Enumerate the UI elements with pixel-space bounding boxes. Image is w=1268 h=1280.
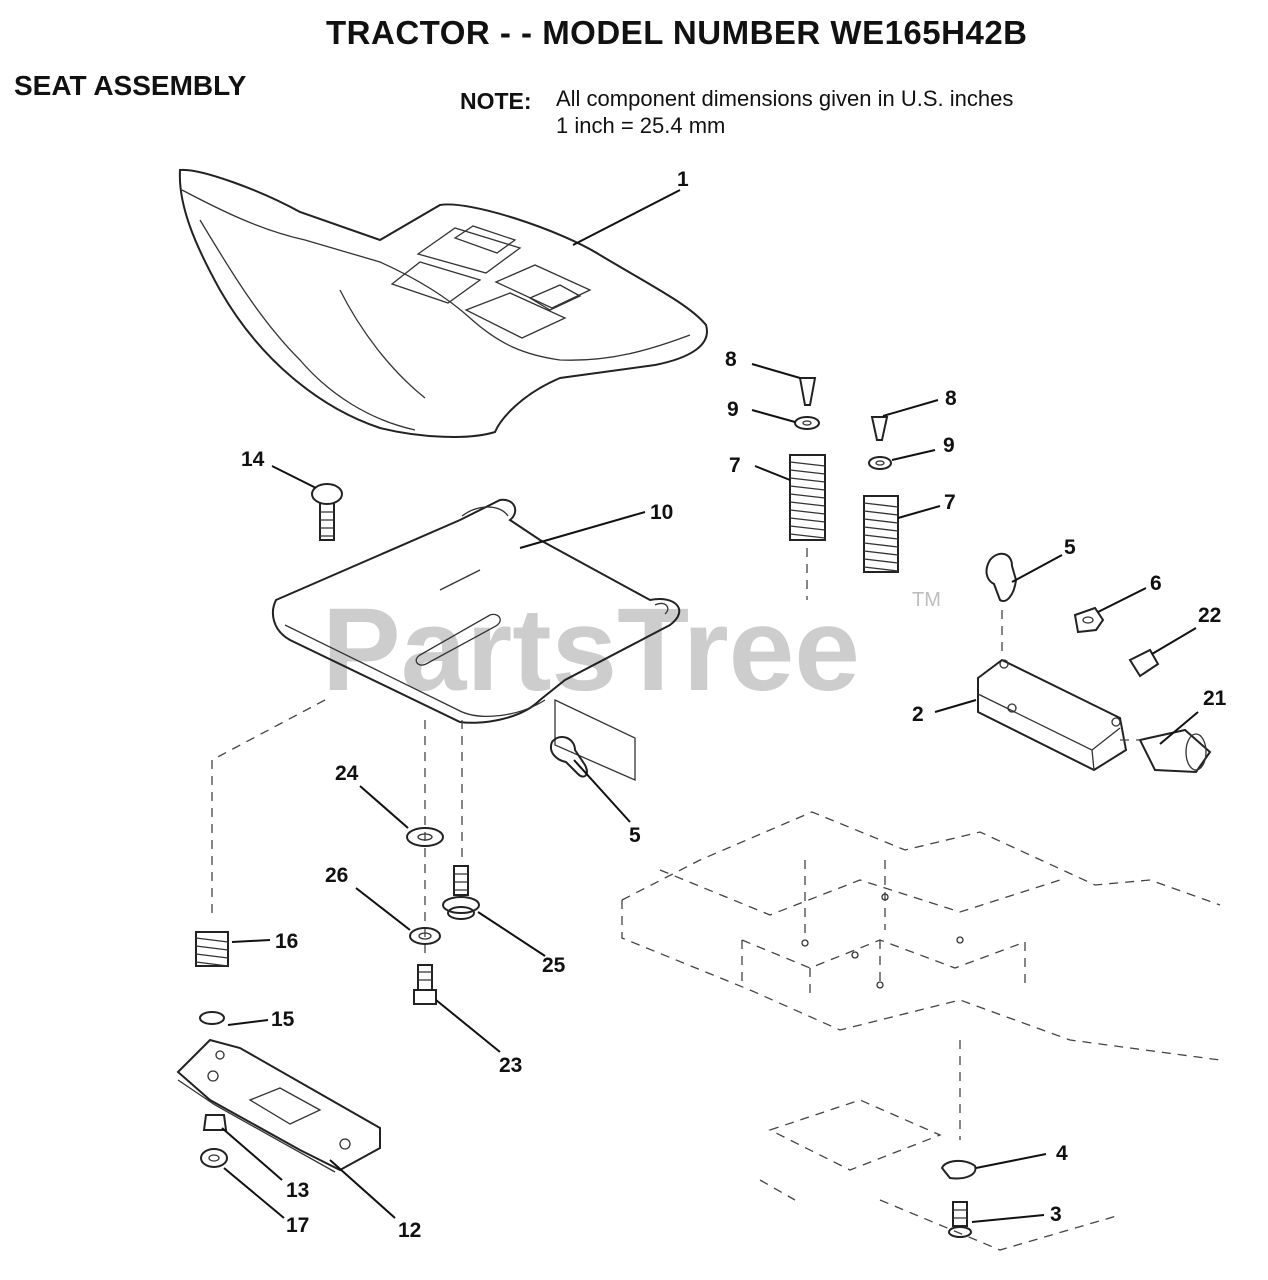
callout-5-upper: 5 — [1064, 536, 1076, 559]
leader-c10 — [519, 511, 646, 549]
callout-7-right: 7 — [944, 491, 956, 514]
seat-pan-part — [272, 498, 681, 724]
leader-c5b — [573, 759, 631, 823]
note-label: NOTE: — [460, 88, 532, 114]
nut-13-part — [202, 1114, 228, 1131]
leader-c25 — [477, 911, 546, 957]
washer-15-part — [199, 1011, 225, 1025]
leader-c23 — [435, 999, 501, 1053]
callout-13: 13 — [286, 1179, 309, 1202]
leader-c26 — [355, 887, 411, 931]
leader-c14 — [271, 465, 317, 489]
leader-c7b — [897, 505, 941, 519]
callout-5-lower: 5 — [629, 824, 641, 847]
callout-26: 26 — [325, 864, 348, 887]
callout-25: 25 — [542, 954, 566, 977]
callout-12: 12 — [398, 1219, 421, 1242]
callout-9-left: 9 — [727, 398, 739, 421]
callout-23: 23 — [499, 1054, 522, 1077]
shaft-21-part — [1120, 728, 1212, 774]
plate-12-part — [176, 1038, 381, 1173]
callout-22: 22 — [1198, 604, 1221, 627]
leader-c4 — [975, 1153, 1047, 1169]
latch-5-right — [985, 552, 1018, 655]
leader-c22 — [1151, 627, 1197, 655]
note-line-2: 1 inch = 25.4 mm — [556, 113, 726, 138]
callout-6: 6 — [1150, 572, 1162, 595]
leader-c9b — [891, 449, 936, 461]
clip-22-part — [1128, 648, 1160, 678]
leader-c16 — [231, 939, 271, 943]
leader-c12 — [329, 1159, 396, 1219]
callout-10: 10 — [650, 501, 673, 524]
nut-17-part — [200, 1148, 228, 1168]
leader-c1 — [572, 189, 681, 246]
bolt-25-part — [442, 865, 480, 920]
leader-c6 — [1097, 587, 1147, 613]
bolt-14-part — [311, 483, 343, 541]
leader-c8b — [882, 399, 939, 417]
callout-8-left: 8 — [725, 348, 737, 371]
note-line-1: All component dimensions given in U.S. i… — [556, 86, 1014, 111]
bolt-23-part — [413, 964, 437, 1005]
spring-stack-left — [789, 377, 826, 600]
spring-stack-right — [863, 416, 899, 573]
leader-c8a — [751, 363, 801, 379]
washer-4-part — [940, 1160, 977, 1180]
callout-24: 24 — [335, 762, 359, 785]
leader-c13 — [221, 1127, 283, 1181]
page-title: TRACTOR - - MODEL NUMBER WE165H42B — [326, 14, 1028, 51]
section-title: SEAT ASSEMBLY — [14, 70, 247, 101]
leader-c24 — [359, 785, 409, 829]
callout-7-left: 7 — [729, 454, 741, 477]
guide-line-left — [211, 699, 326, 920]
washer-26-part — [409, 927, 441, 945]
callout-1: 1 — [677, 168, 689, 191]
leader-c5a — [1011, 554, 1063, 583]
callout-8-right: 8 — [945, 387, 957, 410]
callout-17: 17 — [286, 1214, 309, 1237]
leader-c2 — [934, 699, 977, 713]
leader-c17 — [223, 1167, 285, 1219]
watermark-tm: TM — [912, 589, 941, 611]
bolt-3-part — [948, 1201, 972, 1238]
callout-14: 14 — [241, 448, 265, 471]
leader-c7a — [754, 465, 791, 481]
leader-c15 — [227, 1019, 269, 1026]
nut-6-part — [1073, 606, 1105, 634]
latch-5-left — [550, 698, 636, 781]
callout-2: 2 — [912, 703, 924, 726]
callout-16: 16 — [275, 930, 298, 953]
tractor-frame-outline — [621, 811, 1221, 1251]
seat-part — [178, 168, 708, 438]
washer-24-part — [406, 827, 444, 847]
callout-9-right: 9 — [943, 434, 955, 457]
leader-c21 — [1159, 711, 1199, 745]
callout-4: 4 — [1056, 1142, 1068, 1165]
bracket-2-part — [977, 658, 1128, 772]
spring-16-part — [195, 931, 229, 967]
callout-3: 3 — [1050, 1203, 1062, 1226]
leader-c9a — [751, 409, 796, 423]
watermark-text: PartsTree — [322, 584, 860, 716]
callout-15: 15 — [271, 1008, 295, 1031]
callout-21: 21 — [1203, 687, 1227, 710]
leader-c3 — [971, 1214, 1045, 1223]
